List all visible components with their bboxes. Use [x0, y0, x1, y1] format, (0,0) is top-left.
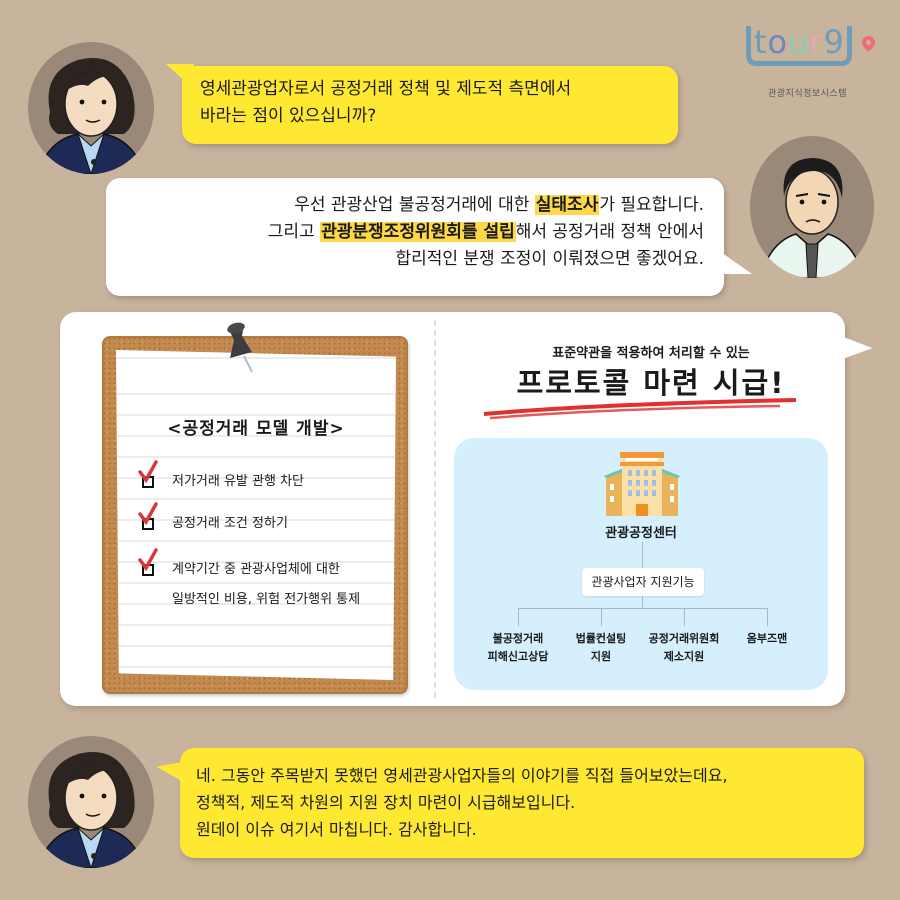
org-center-label: 관광공정센터	[605, 526, 677, 541]
connector-line	[767, 608, 768, 626]
pushpin-icon	[227, 322, 253, 373]
logo-letter: o	[767, 23, 789, 61]
red-brush-underline	[483, 398, 797, 420]
logo-frame	[746, 26, 852, 66]
org-branch: 옴부즈맨	[724, 630, 810, 648]
connector-line	[642, 542, 643, 568]
bubble-tail	[718, 250, 752, 274]
memo-paper: <공정거래 모델 개발> 저가거래 유발 관행 차단 공정거래 조건 정하기 계…	[116, 350, 396, 680]
tour9-logo: tour9 관광지식정보시스템	[746, 24, 878, 104]
branch-text: 피해신고상담	[487, 650, 549, 663]
highlight-survey: 실태조사	[534, 195, 600, 215]
building-icon	[604, 452, 680, 516]
branch-text: 불공정거래	[492, 632, 544, 645]
answer-text: 우선 관광산업 불공정거래에 대한	[294, 195, 535, 215]
bubble-line: 원데이 이슈 여기서 마칩니다. 감사합니다.	[196, 820, 477, 839]
woman-face-icon	[37, 752, 145, 868]
org-chart: 관광공정센터 관광사업자 지원기능 불공정거래 피해신고상담 법률컨설팅 지원 …	[454, 438, 828, 690]
logo-subtitle: 관광지식정보시스템	[768, 89, 848, 99]
logo-letter: r	[809, 23, 824, 61]
bubble-tail	[156, 761, 186, 789]
red-checkmark-icon	[138, 502, 158, 526]
checklist-text: 일방적인 비용, 위험 전가행위 통제	[172, 592, 361, 607]
woman-face-icon	[37, 58, 145, 174]
bubble-line: 정책적, 제도적 차원의 지원 장치 마련이 시급해보입니다.	[196, 793, 576, 812]
closing-bubble: 네. 그동안 주목받지 못했던 영세관광사업자들의 이야기를 직접 들어보았는데…	[156, 748, 864, 858]
logo-letter: t	[754, 23, 768, 61]
connector-line	[518, 608, 519, 626]
checklist-text: 저가거래 유발 관행 차단	[172, 474, 304, 489]
bubble-line: 영세관광업자로서 공정거래 정책 및 제도적 측면에서	[200, 79, 572, 99]
dashed-divider	[434, 320, 436, 698]
highlight-committee: 관광분쟁조정위원회를 설립	[320, 222, 516, 242]
connector-line	[684, 608, 685, 626]
connector-line	[518, 608, 768, 609]
logo-wordmark: tour9	[754, 24, 845, 60]
connector-line	[642, 596, 643, 608]
answer-text: 그리고	[267, 222, 321, 242]
checklist-text: 공정거래 조건 정하기	[172, 516, 288, 531]
promo-subtitle: 표준약관을 적용하여 처리할 수 있는	[552, 346, 750, 361]
answer-line-3: 합리적인 분쟁 조정이 이뤄졌으면 좋겠어요.	[395, 249, 704, 269]
answer-line-1: 우선 관광산업 불공정거래에 대한 실태조사가 필요합니다.	[126, 192, 704, 219]
checklist-text: 계약기간 중 관광사업체에 대한	[172, 562, 340, 577]
interviewer-avatar	[28, 736, 154, 868]
red-checkmark-icon	[138, 548, 158, 572]
logo-letter: 9	[823, 23, 845, 61]
interviewer-avatar	[28, 42, 154, 174]
memo-title: <공정거래 모델 개발>	[167, 419, 345, 439]
answer-line-2: 그리고 관광분쟁조정위원회를 설립해서 공정거래 정책 안에서	[126, 219, 704, 246]
org-function-box: 관광사업자 지원기능	[582, 568, 704, 596]
man-face-icon	[759, 158, 865, 278]
branch-text: 법률컨설팅	[575, 632, 627, 645]
org-branch: 공정거래위원회 제소지원	[641, 630, 727, 666]
interviewee-avatar	[750, 136, 874, 278]
branch-text: 지원	[590, 650, 612, 663]
info-panel: <공정거래 모델 개발> 저가거래 유발 관행 차단 공정거래 조건 정하기 계…	[60, 312, 873, 706]
connector-line	[601, 608, 602, 626]
answer-bubble: 우선 관광산업 불공정거래에 대한 실태조사가 필요합니다. 그리고 관광분쟁조…	[106, 178, 752, 296]
branch-text: 공정거래위원회	[648, 632, 720, 645]
red-checkmark-icon	[138, 460, 158, 484]
branch-text: 제소지원	[663, 650, 705, 663]
org-branch: 불공정거래 피해신고상담	[475, 630, 561, 666]
logo-letter: u	[788, 23, 810, 61]
branch-text: 옴부즈맨	[746, 632, 788, 645]
promo-title: 프로토콜 마련 시급!	[516, 366, 786, 400]
answer-text: 해서 공정거래 정책 안에서	[515, 222, 704, 242]
corkboard: <공정거래 모델 개발> 저가거래 유발 관행 차단 공정거래 조건 정하기 계…	[102, 322, 408, 694]
bubble-line: 네. 그동안 주목받지 못했던 영세관광사업자들의 이야기를 직접 들어보았는데…	[196, 766, 728, 785]
bubble-tail	[835, 323, 873, 359]
bubble-tail	[162, 64, 194, 86]
org-branch: 법률컨설팅 지원	[558, 630, 644, 666]
question-bubble: 영세관광업자로서 공정거래 정책 및 제도적 측면에서 바라는 점이 있으십니까…	[162, 64, 678, 144]
map-pin-icon	[859, 33, 878, 52]
answer-text: 가 필요합니다.	[599, 195, 704, 215]
bubble-line: 바라는 점이 있으십니까?	[200, 106, 377, 126]
